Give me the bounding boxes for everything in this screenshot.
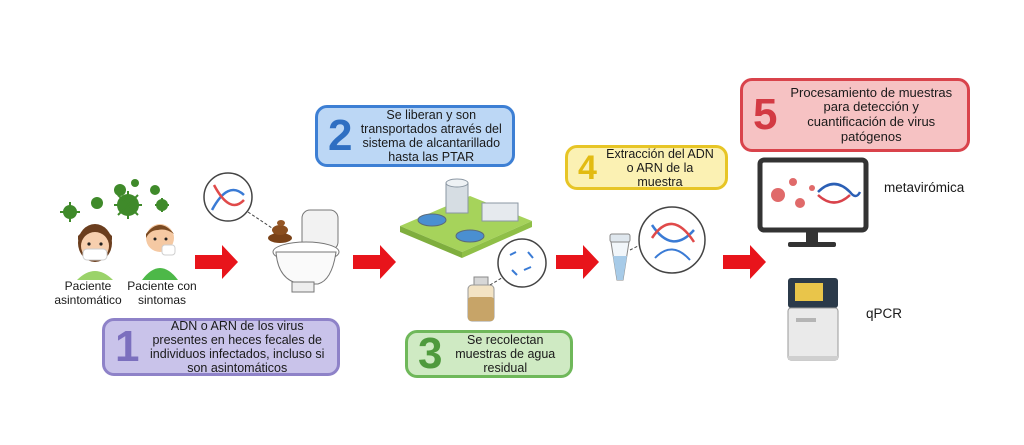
arrow-3 <box>556 245 599 279</box>
step-4-text: Extracción del ADN o ARN de la muestra <box>606 146 714 189</box>
step-5-number: 5 <box>753 90 778 139</box>
tube-icon <box>609 233 631 281</box>
step-3-text: Se recolectan muestras de agua residual <box>455 333 556 375</box>
arrow-2 <box>353 245 396 279</box>
symptomatic-patient-icon <box>142 224 178 280</box>
step-1-box: 1 ADN o ARN de los virus presentes en he… <box>102 318 340 376</box>
toilet-icon <box>268 209 340 293</box>
arrow-4 <box>723 245 766 279</box>
treatment-plant-icon <box>400 178 532 258</box>
dna-zoom-bubble <box>203 172 273 229</box>
step-5-text: Procesamiento de muestras para detección… <box>790 84 953 144</box>
step-4-box: 4 Extracción del ADN o ARN de la muestra <box>565 145 728 190</box>
sample-bottle-icon <box>467 276 495 322</box>
step-3-box: 3 Se recolectan muestras de agua residua… <box>405 330 573 378</box>
qpcr-label: qPCR <box>866 306 903 321</box>
monitor-icon <box>757 157 869 247</box>
step-2-text: Se liberan y son transportados através d… <box>360 108 502 164</box>
step-2-box: 2 Se liberan y son transportados através… <box>315 105 515 167</box>
symptomatic-label: Paciente con sintomas <box>127 279 197 307</box>
arrow-1 <box>195 245 238 279</box>
qpcr-instrument-icon <box>787 278 839 361</box>
step-3-number: 3 <box>418 329 443 378</box>
virus-icons <box>60 179 169 222</box>
sample-zoom-bubble <box>489 238 547 288</box>
asymptomatic-label: Paciente asintomático <box>54 279 122 307</box>
metaviromics-label: metavirómica <box>884 180 965 195</box>
step-2-number: 2 <box>328 111 353 160</box>
step-4-number: 4 <box>578 148 597 187</box>
dna-zoom-bubble-2 <box>629 206 706 274</box>
step-1-number: 1 <box>115 322 140 371</box>
flow-arrows <box>195 245 766 279</box>
step-5-box: 5 Procesamiento de muestras para detecci… <box>740 78 970 152</box>
step-1-text: ADN o ARN de los virus presentes en hece… <box>150 319 325 375</box>
asymptomatic-patient-icon <box>77 224 113 280</box>
